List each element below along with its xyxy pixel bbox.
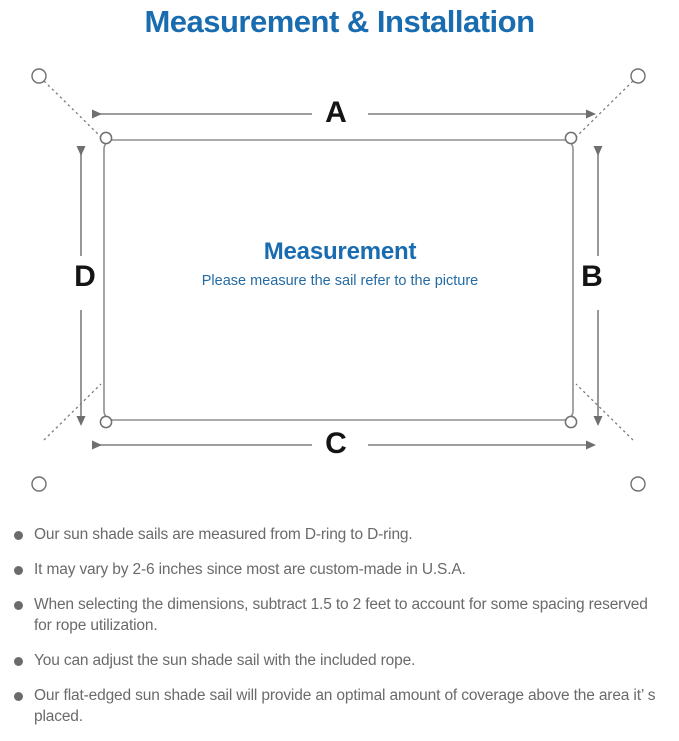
measurement-caption: Measurement Please measure the sail refe… [140,237,540,292]
d-rings [99,131,578,429]
bullet-icon [14,692,23,701]
measurement-subtitle: Please measure the sail refer to the pic… [201,273,479,289]
notes-list: Our sun shade sails are measured from D-… [0,524,679,741]
bullet-icon [14,531,23,540]
note-text: When selecting the dimensions, subtract … [34,596,648,634]
d-ring-top-right [564,131,578,145]
note-text: Our sun shade sails are measured from D-… [34,526,413,543]
measurement-heading: Measurement [263,238,417,265]
dimension-label-d: D [74,260,96,293]
rope-line-top-left [43,80,102,138]
page-title: Measurement & Installation [144,4,535,39]
bullet-icon [14,657,23,666]
dimension-label-b: B [581,260,603,293]
anchor-point-bottom-right [630,476,646,492]
anchor-points [31,68,646,492]
list-item: You can adjust the sun shade sail with t… [0,650,679,671]
note-text: You can adjust the sun shade sail with t… [34,652,416,669]
d-ring-bottom-left [99,415,113,429]
d-ring-bottom-right [564,415,578,429]
note-text: It may vary by 2-6 inches since most are… [34,561,466,578]
dimension-label-a: A [325,96,347,129]
anchor-point-top-left [31,68,47,84]
bullet-icon [14,566,23,575]
rope-line-bottom-left [43,383,102,441]
list-item: It may vary by 2-6 inches since most are… [0,559,679,580]
anchor-point-top-right [630,68,646,84]
sail-shape [103,139,574,421]
list-item: Our flat-edged sun shade sail will provi… [0,685,679,727]
rope-line-bottom-right [575,383,634,441]
diagram-svg [31,68,646,492]
note-text: Our flat-edged sun shade sail will provi… [34,687,656,725]
rope-lines [43,80,634,441]
rope-line-top-right [575,80,634,138]
bullet-icon [14,601,23,610]
d-ring-top-left [99,131,113,145]
dimension-label-c: C [325,427,347,460]
sail-measurement-diagram: A B C D Measurement Please measure the s… [0,44,679,514]
list-item: When selecting the dimensions, subtract … [0,594,679,636]
anchor-point-bottom-left [31,476,47,492]
list-item: Our sun shade sails are measured from D-… [0,524,679,545]
